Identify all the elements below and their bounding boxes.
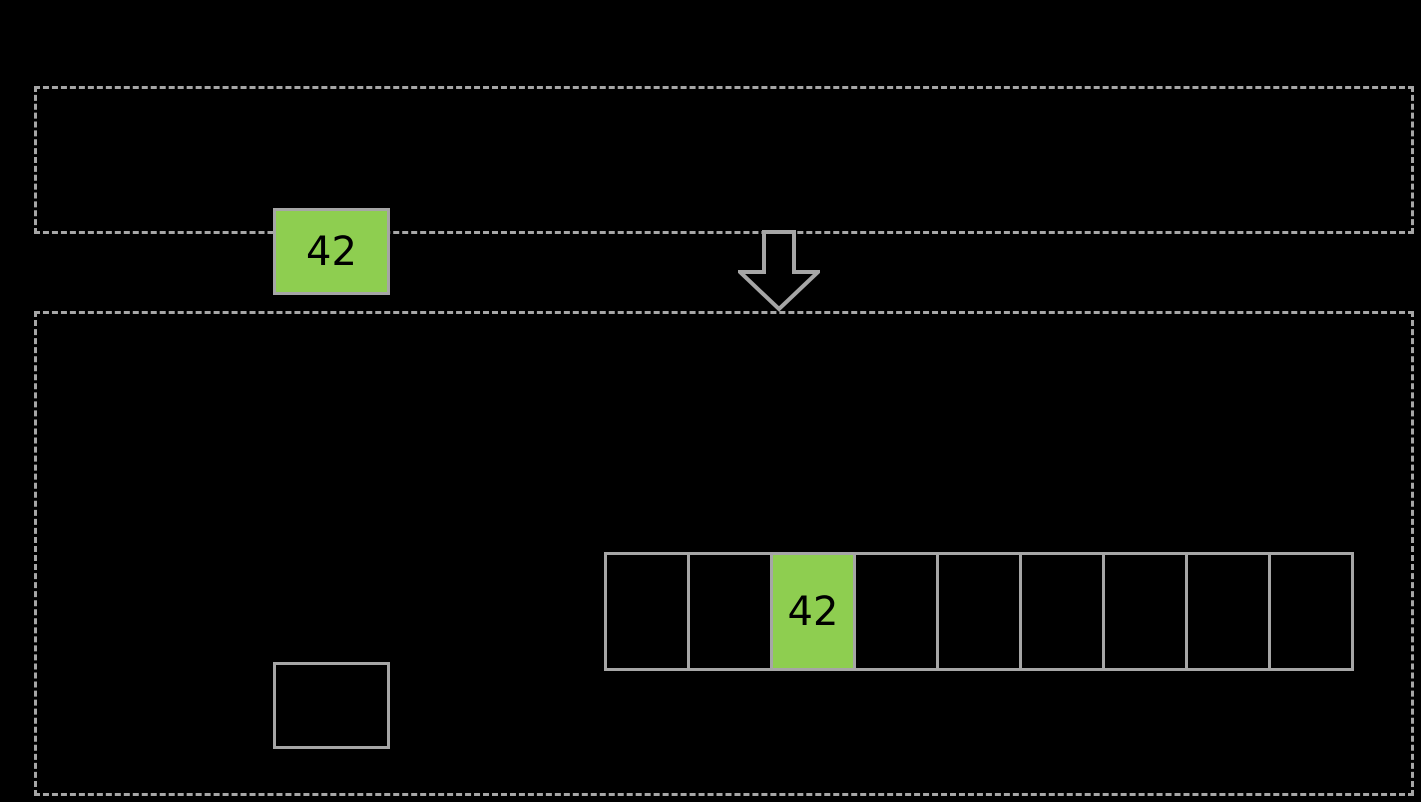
array-cell[interactable] (1268, 552, 1354, 671)
array-cell[interactable] (687, 552, 773, 671)
array-cell[interactable] (1019, 552, 1105, 671)
array-cell-highlighted[interactable]: 42 (770, 552, 856, 671)
source-value-box[interactable]: 42 (273, 208, 390, 295)
emptied-value-box[interactable] (273, 662, 390, 749)
array-cell[interactable] (1102, 552, 1188, 671)
array-cell[interactable] (604, 552, 690, 671)
after-state-panel (34, 311, 1414, 796)
array-cell[interactable] (1185, 552, 1271, 671)
array-cell[interactable] (853, 552, 939, 671)
down-arrow-icon (738, 230, 820, 312)
array-strip: 42 (604, 552, 1354, 671)
array-cell[interactable] (936, 552, 1022, 671)
before-state-panel: 42 (34, 86, 1414, 295)
